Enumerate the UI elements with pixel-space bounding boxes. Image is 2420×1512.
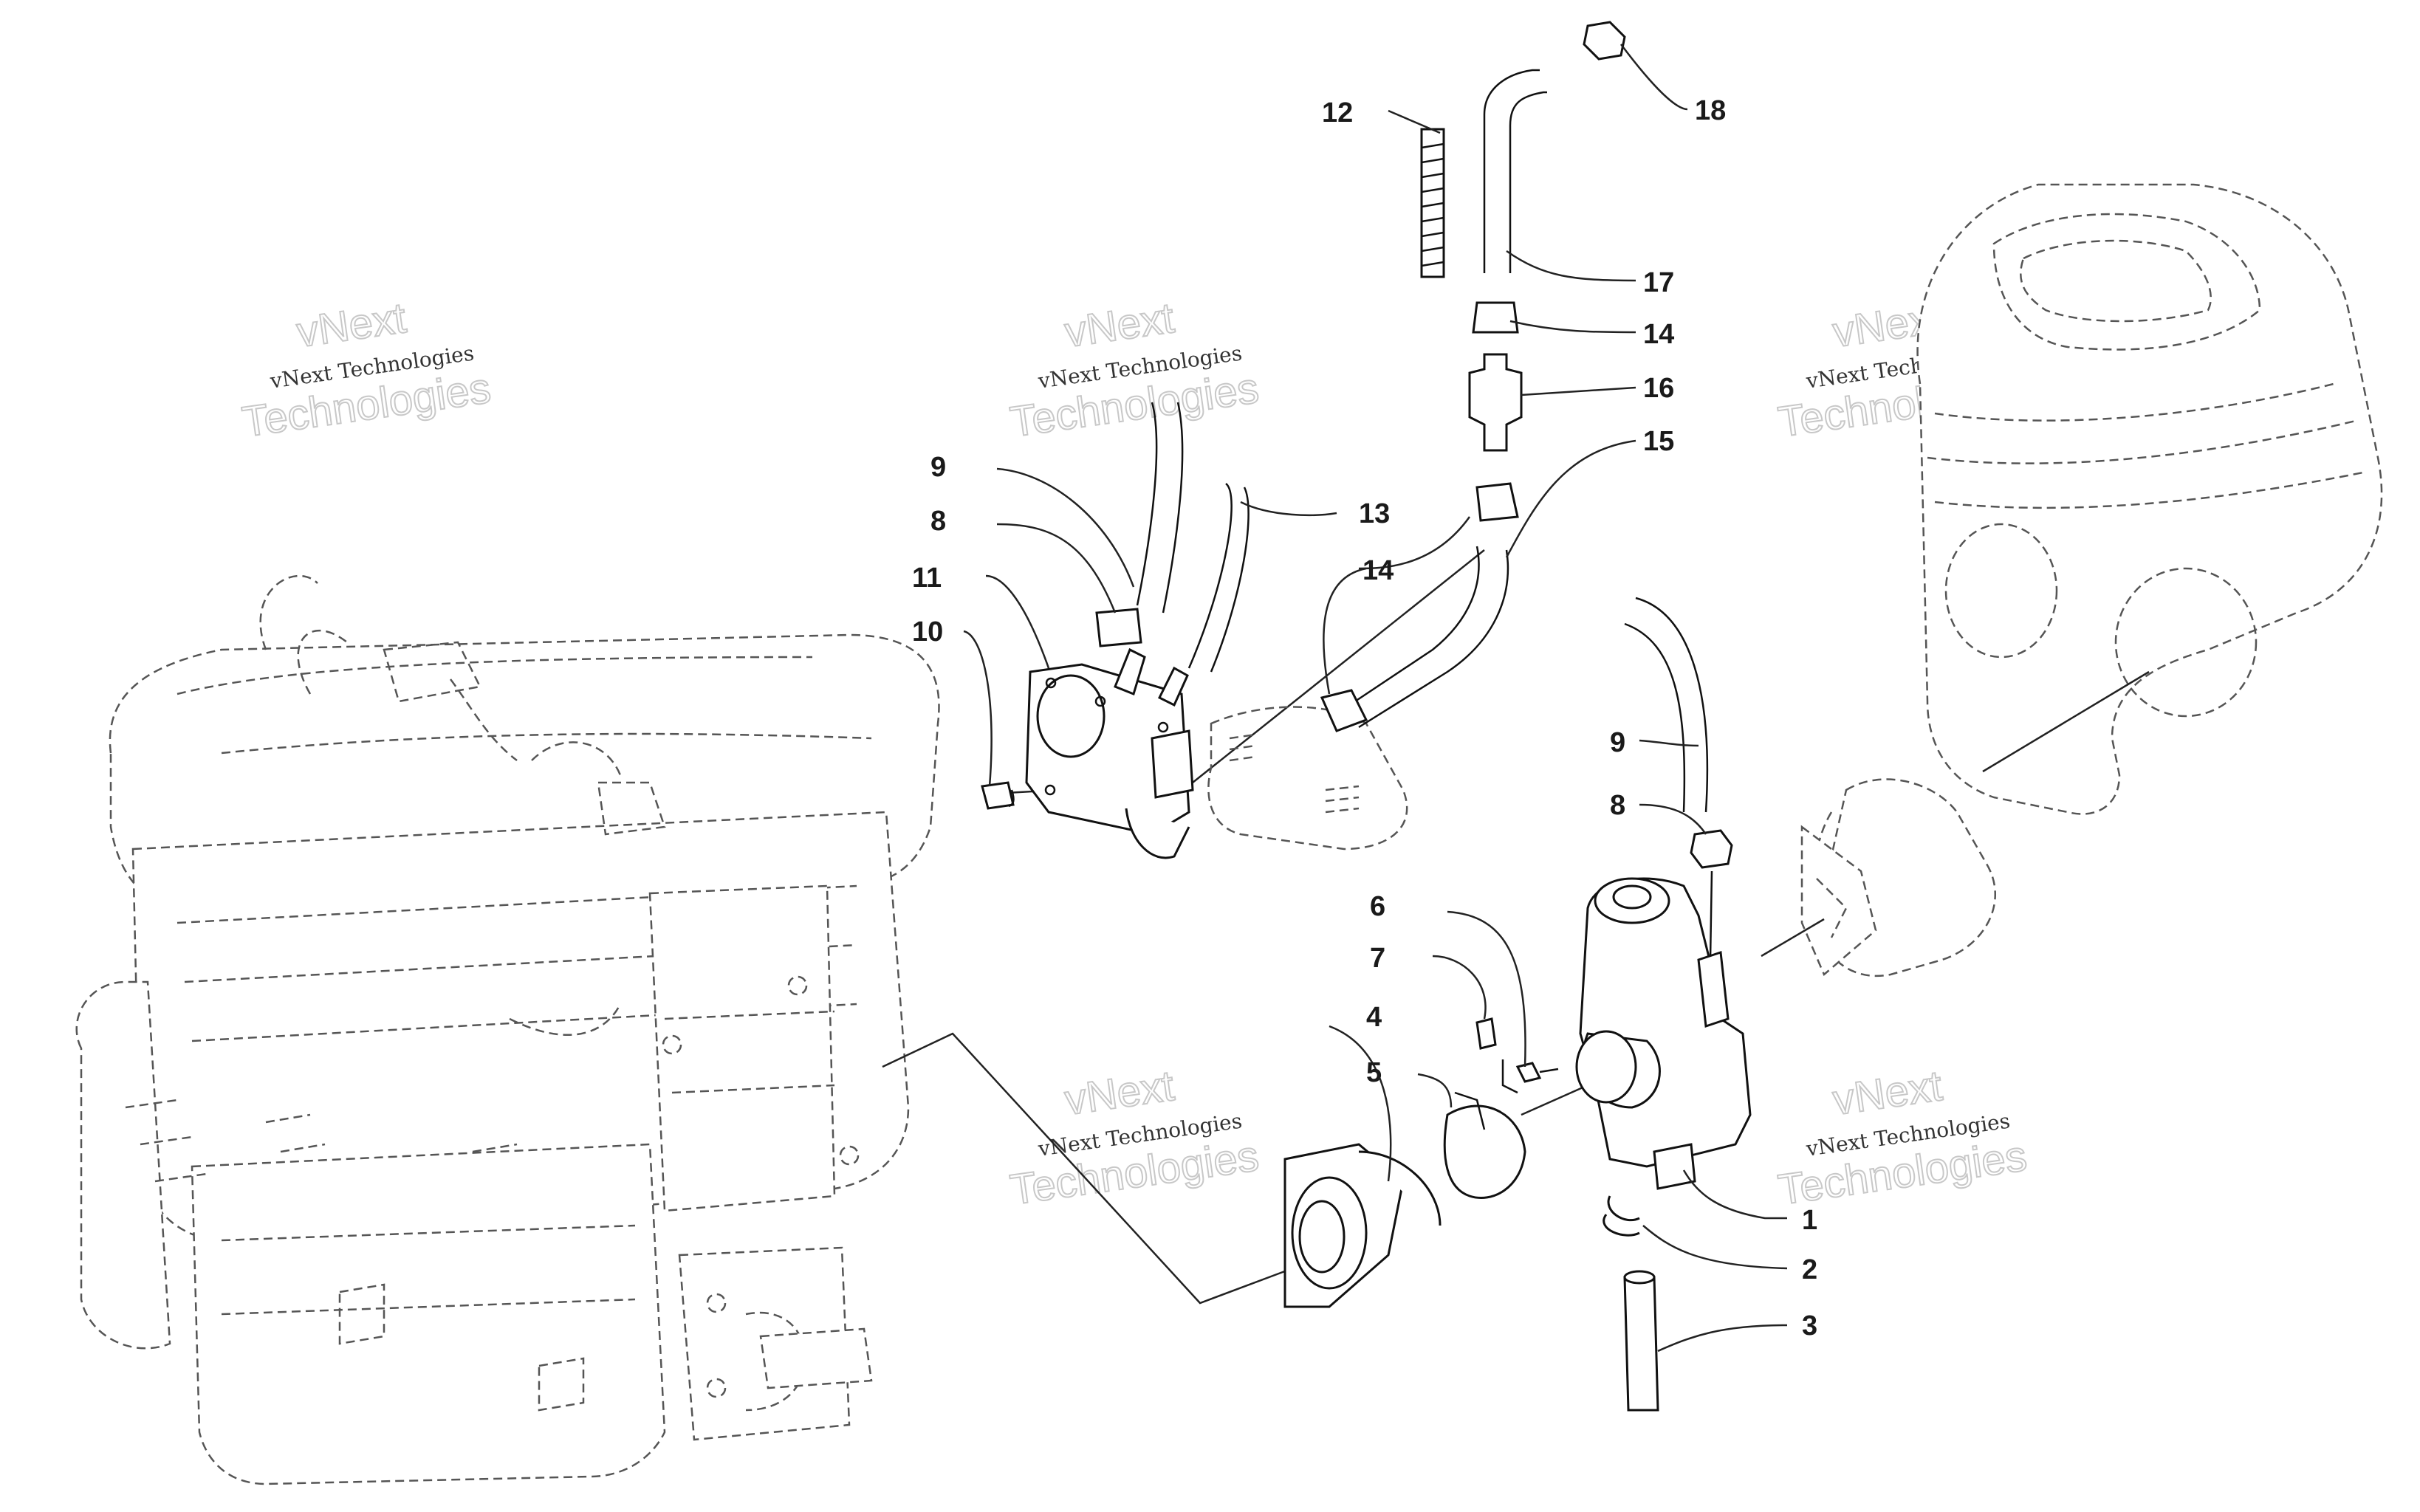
- collar-7: [1475, 1017, 1497, 1050]
- callout-4: 4: [1366, 1002, 1382, 1033]
- hose-15: [1343, 546, 1480, 710]
- hose-9-upper-side: [1162, 402, 1184, 614]
- fuel-line-group: [1320, 21, 1626, 732]
- callout-12: 12: [1322, 97, 1353, 128]
- callout-14-upper: 14: [1643, 319, 1674, 350]
- watermark-big-text-alt: vNext: [1830, 1062, 1945, 1124]
- callout-8-upper: 8: [930, 506, 946, 537]
- callout-18: 18: [1695, 95, 1726, 126]
- watermark-left-top: Technologies vNext vNext Technologies: [239, 293, 494, 447]
- clip-2: [1603, 1195, 1640, 1237]
- drain-hose-3: [1623, 1276, 1659, 1412]
- callout-9-lower: 9: [1610, 727, 1625, 758]
- clamp-8-upper: [1095, 608, 1142, 647]
- callout-7: 7: [1370, 943, 1385, 974]
- callout-9-upper: 9: [930, 452, 946, 483]
- callouts: 1 2 3 4 5 6 7 8 8 9 9 10 11 12 13 14 14 …: [912, 95, 1817, 1341]
- airbox-ghost: [1800, 183, 2383, 977]
- callout-17: 17: [1643, 267, 1674, 298]
- clamp-14-upper: [1472, 301, 1519, 334]
- fitting-18: [1583, 21, 1626, 61]
- callout-8-lower: 8: [1610, 790, 1625, 821]
- callout-10: 10: [912, 616, 943, 647]
- fitting-10: [981, 781, 1015, 810]
- fuel-pump-group: [981, 402, 1408, 859]
- spring-12: [1420, 128, 1445, 278]
- watermark-big-text-alt: vNext: [1062, 1062, 1177, 1124]
- callout-5: 5: [1366, 1057, 1382, 1088]
- watermark-big-text-alt: vNext: [294, 294, 409, 357]
- callout-11: 11: [912, 563, 942, 594]
- watermark-center-bottom: Technologies vNext vNext Technologies: [1007, 1061, 1262, 1214]
- clamp-14-lower: [1475, 482, 1519, 522]
- hose-9-upper: [1136, 402, 1158, 606]
- clamp-14-pump: [1320, 689, 1368, 732]
- clamp-8-lower: [1690, 829, 1733, 869]
- carburetor-group: [1283, 597, 1752, 1412]
- hose-17: [1483, 69, 1540, 273]
- callout-2: 2: [1802, 1254, 1817, 1285]
- callout-3: 3: [1802, 1310, 1817, 1341]
- clamp-band-5: [1443, 1104, 1526, 1199]
- callout-6: 6: [1370, 891, 1385, 922]
- fuel-filter-16: [1468, 353, 1523, 452]
- hose-9-lower: [1635, 597, 1709, 813]
- callout-14-lower: 14: [1362, 555, 1394, 586]
- callout-13: 13: [1359, 498, 1390, 529]
- watermark-right-bottom: Technologies vNext vNext Technologies: [1775, 1061, 2030, 1214]
- carburetor-1: [1579, 877, 1752, 1168]
- hose-13: [1187, 483, 1233, 669]
- watermark-big-text-alt: vNext: [1062, 294, 1177, 357]
- engine-ghost: [75, 574, 940, 1485]
- callout-16: 16: [1643, 373, 1674, 404]
- callout-leaders: [963, 44, 1788, 1353]
- screw-6: [1515, 1062, 1542, 1083]
- callout-15: 15: [1643, 426, 1674, 457]
- watermark-center-top: Technologies vNext vNext Technologies: [1007, 293, 1262, 447]
- callout-1: 1: [1802, 1205, 1817, 1236]
